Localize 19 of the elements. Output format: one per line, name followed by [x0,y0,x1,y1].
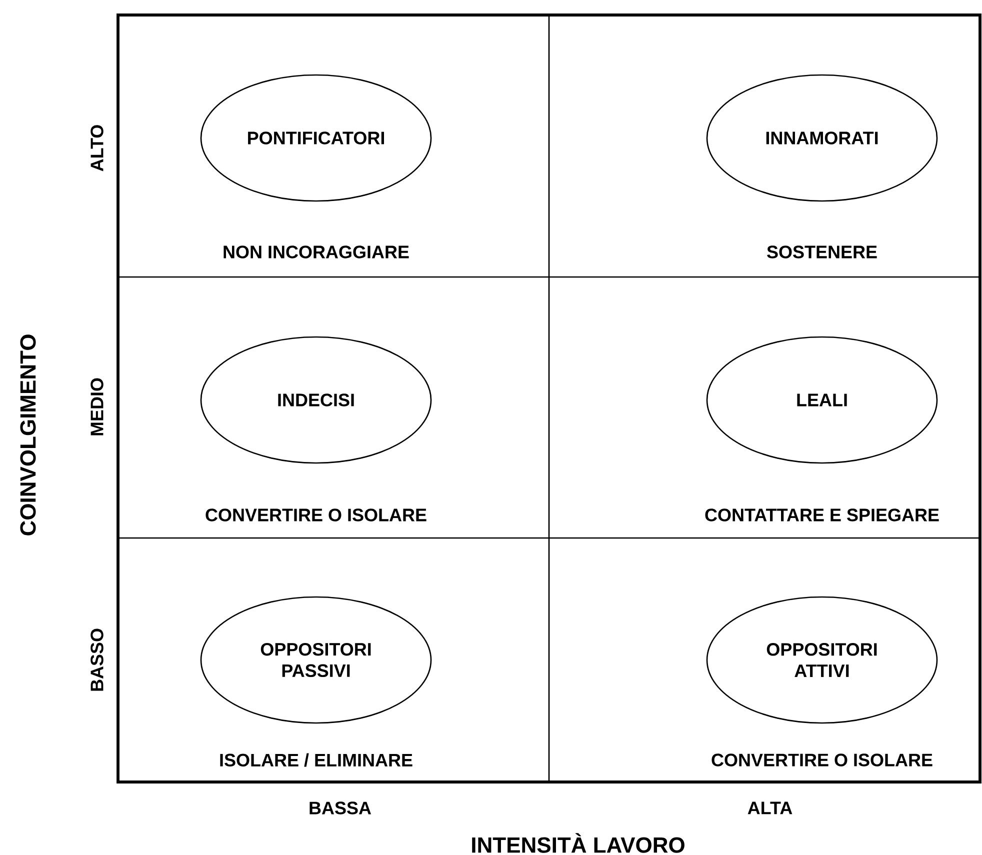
action-label: CONVERTIRE O ISOLARE [206,508,426,522]
axis-label: ALTO [90,125,104,172]
axis-label: ALTA [748,802,792,814]
action-label: ISOLARE / ELIMINARE [220,753,412,767]
axis-label: BASSA [310,802,372,814]
ellipse-node: OPPOSITORI ATTIVI [706,596,938,724]
ellipse-node: LEALI [706,336,938,464]
action-label: CONVERTIRE O ISOLARE [712,754,932,766]
axis-label: BASSO [90,628,104,691]
action-label: NON INCORAGGIARE [224,246,409,258]
ellipse-node: PONTIFICATORI [200,74,432,202]
axis-label: MEDIO [90,378,104,436]
axis-label: COINVOLGIMENTO [20,334,36,536]
ellipse-node: OPPOSITORI PASSIVI [200,596,432,724]
axis-label: INTENSITÀ LAVORO [472,833,684,853]
action-label: CONTATTARE E SPIEGARE [705,508,939,522]
action-label: SOSTENERE [767,246,877,258]
ellipse-node: INDECISI [200,336,432,464]
ellipse-node: INNAMORATI [706,74,938,202]
